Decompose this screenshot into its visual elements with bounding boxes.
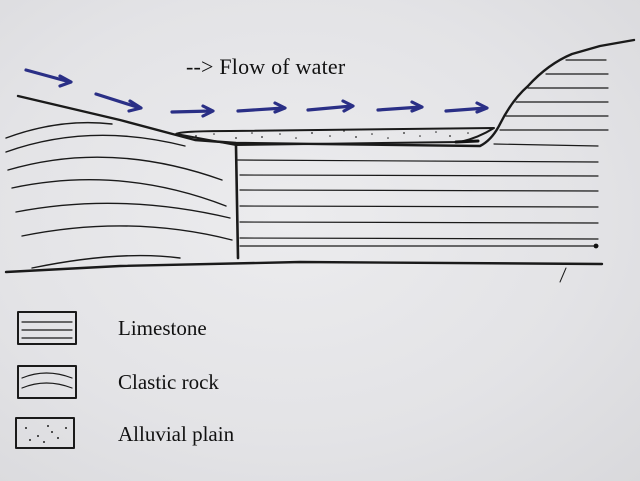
flow-arrow <box>376 100 424 113</box>
legend-swatch-limestone <box>17 311 77 345</box>
limestone-section <box>237 59 609 249</box>
legend-swatch-alluvial-plain <box>15 417 75 449</box>
base-line <box>4 260 604 274</box>
clastic-rock-section <box>5 121 233 269</box>
flow-arrow <box>306 99 355 113</box>
stray-mark <box>559 267 567 283</box>
flow-arrow <box>444 101 489 114</box>
legend-label-limestone: Limestone <box>118 316 207 340</box>
flow-arrow <box>170 104 215 118</box>
flow-arrow <box>236 101 287 114</box>
flow-arrow <box>24 68 73 88</box>
flow-arrow <box>94 92 143 113</box>
water-flow-arrows <box>24 68 489 118</box>
legend-label-clastic-rock: Clastic rock <box>118 370 219 394</box>
ground-surface-line <box>16 38 636 148</box>
flow-of-water-caption: --> Flow of water <box>186 54 346 79</box>
legend-label-alluvial-plain: Alluvial plain <box>118 422 235 446</box>
legend-swatch-clastic-rock <box>17 365 77 399</box>
fault-line <box>234 144 240 260</box>
alluvial-plain-lens <box>175 127 495 146</box>
